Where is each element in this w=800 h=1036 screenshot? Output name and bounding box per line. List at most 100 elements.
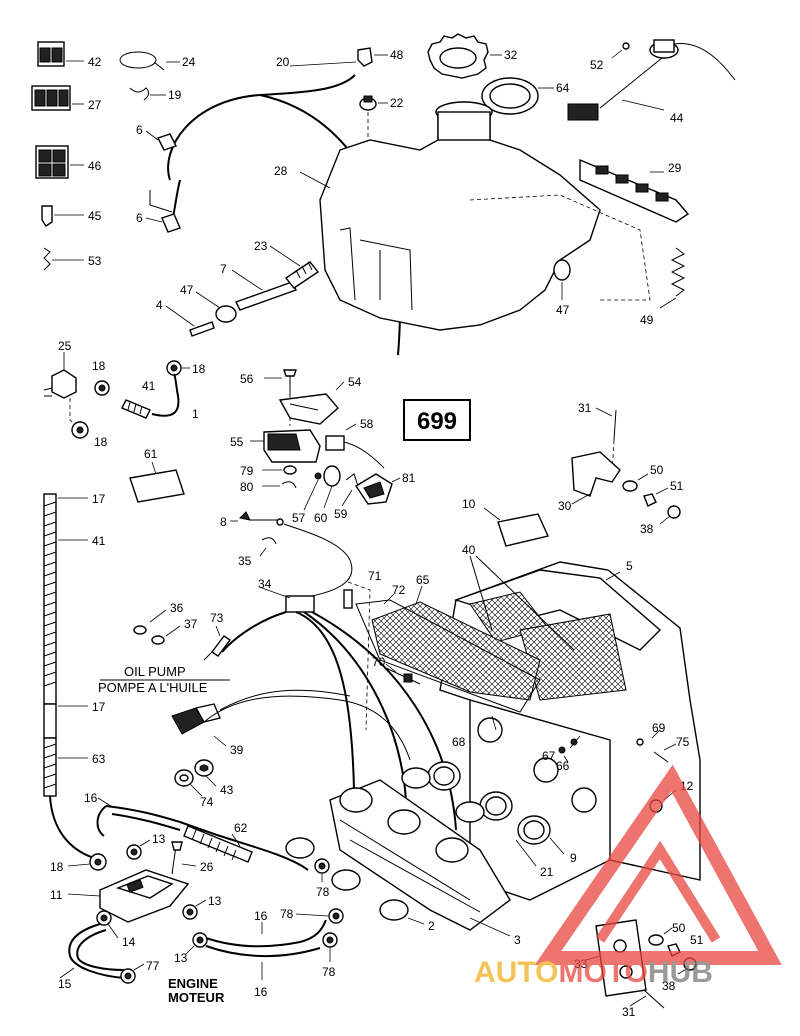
- callout-44: 44: [670, 111, 684, 125]
- tube-7: [231, 269, 297, 311]
- clamp-13-b: [182, 899, 207, 920]
- callout-40: 40: [462, 543, 476, 557]
- callout-42: 42: [88, 55, 102, 69]
- callout-51-top: 51: [670, 479, 684, 493]
- cable-end-73: [203, 625, 232, 661]
- callout-79: 79: [240, 464, 254, 478]
- callout-11: 11: [50, 888, 63, 902]
- nut-51-top: [643, 487, 669, 507]
- callout-28: 28: [274, 164, 288, 178]
- clip-53: [43, 247, 84, 271]
- callout-74: 74: [200, 795, 214, 809]
- hose-62: [183, 825, 253, 863]
- callout-18-a: 18: [92, 359, 106, 373]
- callout-13-c: 13: [174, 951, 188, 965]
- clamp-18-d: [67, 853, 107, 871]
- callout-23: 23: [254, 239, 268, 253]
- callout-78-b: 78: [322, 965, 336, 979]
- page-number-badge: 699: [403, 399, 471, 441]
- callout-10: 10: [462, 497, 476, 511]
- callout-54: 54: [348, 375, 362, 389]
- callout-25: 25: [58, 339, 72, 353]
- bolt-38-top: [659, 505, 681, 525]
- clamp-18-c: [71, 421, 89, 439]
- callout-21: 21: [540, 865, 554, 879]
- clip-80: [262, 481, 297, 489]
- callout-47-right: 47: [556, 303, 570, 317]
- washers-36-37: [133, 609, 181, 645]
- bracket-71: [343, 581, 371, 731]
- callout-71: 71: [368, 569, 382, 583]
- connector-46: [35, 145, 84, 179]
- callout-19: 19: [168, 88, 182, 102]
- callout-1: 1: [192, 407, 199, 421]
- callout-36: 36: [170, 601, 184, 615]
- watermark-text-auto: AUTO: [474, 956, 558, 989]
- cover-81: [355, 473, 401, 505]
- fitting-6a: [145, 130, 177, 151]
- callout-81: 81: [402, 471, 416, 485]
- bracket-29: [579, 158, 690, 223]
- elbow-48: [289, 47, 388, 67]
- clamp-13-c: [185, 932, 208, 955]
- oil-pump-label-fr: POMPE A L'HUILE: [98, 680, 208, 695]
- bracket-30: [571, 451, 621, 505]
- seal-70: [385, 663, 421, 685]
- carburetor-bank-3: [329, 779, 511, 937]
- clip-35: [259, 537, 277, 557]
- washer-50-bottom: [648, 927, 673, 946]
- grommet-22: [359, 95, 388, 140]
- callout-24: 24: [182, 55, 196, 69]
- callout-34: 34: [258, 577, 272, 591]
- engine-label-fr: MOTEUR: [168, 990, 225, 1005]
- callout-51-bottom: 51: [690, 933, 704, 947]
- callout-20: 20: [276, 55, 290, 69]
- retainer-59: [341, 473, 359, 507]
- decal-10: [483, 507, 549, 547]
- screws-66-67-69-75: [558, 729, 677, 763]
- callout-41-upper: 41: [142, 379, 156, 393]
- callout-16-mid: 16: [254, 909, 268, 923]
- seal-43: [194, 759, 217, 787]
- knob-60: [323, 465, 341, 509]
- connector-42: [37, 41, 84, 67]
- callout-16-bottom: 16: [254, 985, 268, 999]
- connector-39: [171, 689, 411, 761]
- callout-66: 66: [556, 759, 570, 773]
- watermark-text-moto: MOTO: [558, 956, 647, 989]
- mesh-pointer-40: [469, 555, 575, 651]
- callout-13-a: 13: [152, 832, 166, 846]
- callout-26: 26: [200, 860, 214, 874]
- callout-69: 69: [652, 721, 666, 735]
- engine-label-en: ENGINE: [168, 976, 218, 991]
- callout-labels: 42 27 46 45 53 24 19 6 6 20 48 22 32 64 …: [50, 48, 704, 1019]
- callout-35: 35: [238, 554, 252, 568]
- callout-30: 30: [558, 499, 572, 513]
- callout-59: 59: [334, 507, 348, 521]
- callout-78-c: 78: [316, 885, 330, 899]
- callout-68: 68: [452, 735, 466, 749]
- watermark-triangle-inner: [595, 840, 721, 943]
- clamp-78-b: [322, 932, 338, 962]
- callout-67: 67: [542, 749, 556, 763]
- fitting-6b: [145, 213, 181, 233]
- callout-27: 27: [88, 98, 102, 112]
- callout-50-top: 50: [650, 463, 664, 477]
- callout-6b: 6: [136, 211, 143, 225]
- page-number: 699: [417, 408, 457, 435]
- callout-45: 45: [88, 209, 102, 223]
- callout-31-top: 31: [578, 401, 592, 415]
- clamp-13-a: [126, 839, 151, 860]
- hose-41-upper: [121, 399, 151, 419]
- callout-80: 80: [240, 480, 254, 494]
- callout-38-top: 38: [640, 522, 654, 536]
- callout-46: 46: [88, 159, 102, 173]
- callout-47-left: 47: [180, 283, 194, 297]
- oil-pump-label-en: OIL PUMP: [124, 664, 186, 679]
- filter-23: [269, 245, 320, 289]
- callout-29: 29: [668, 161, 682, 175]
- callout-31-bottom: 31: [622, 1005, 636, 1019]
- callout-15: 15: [58, 977, 72, 991]
- callout-70: 70: [372, 655, 386, 669]
